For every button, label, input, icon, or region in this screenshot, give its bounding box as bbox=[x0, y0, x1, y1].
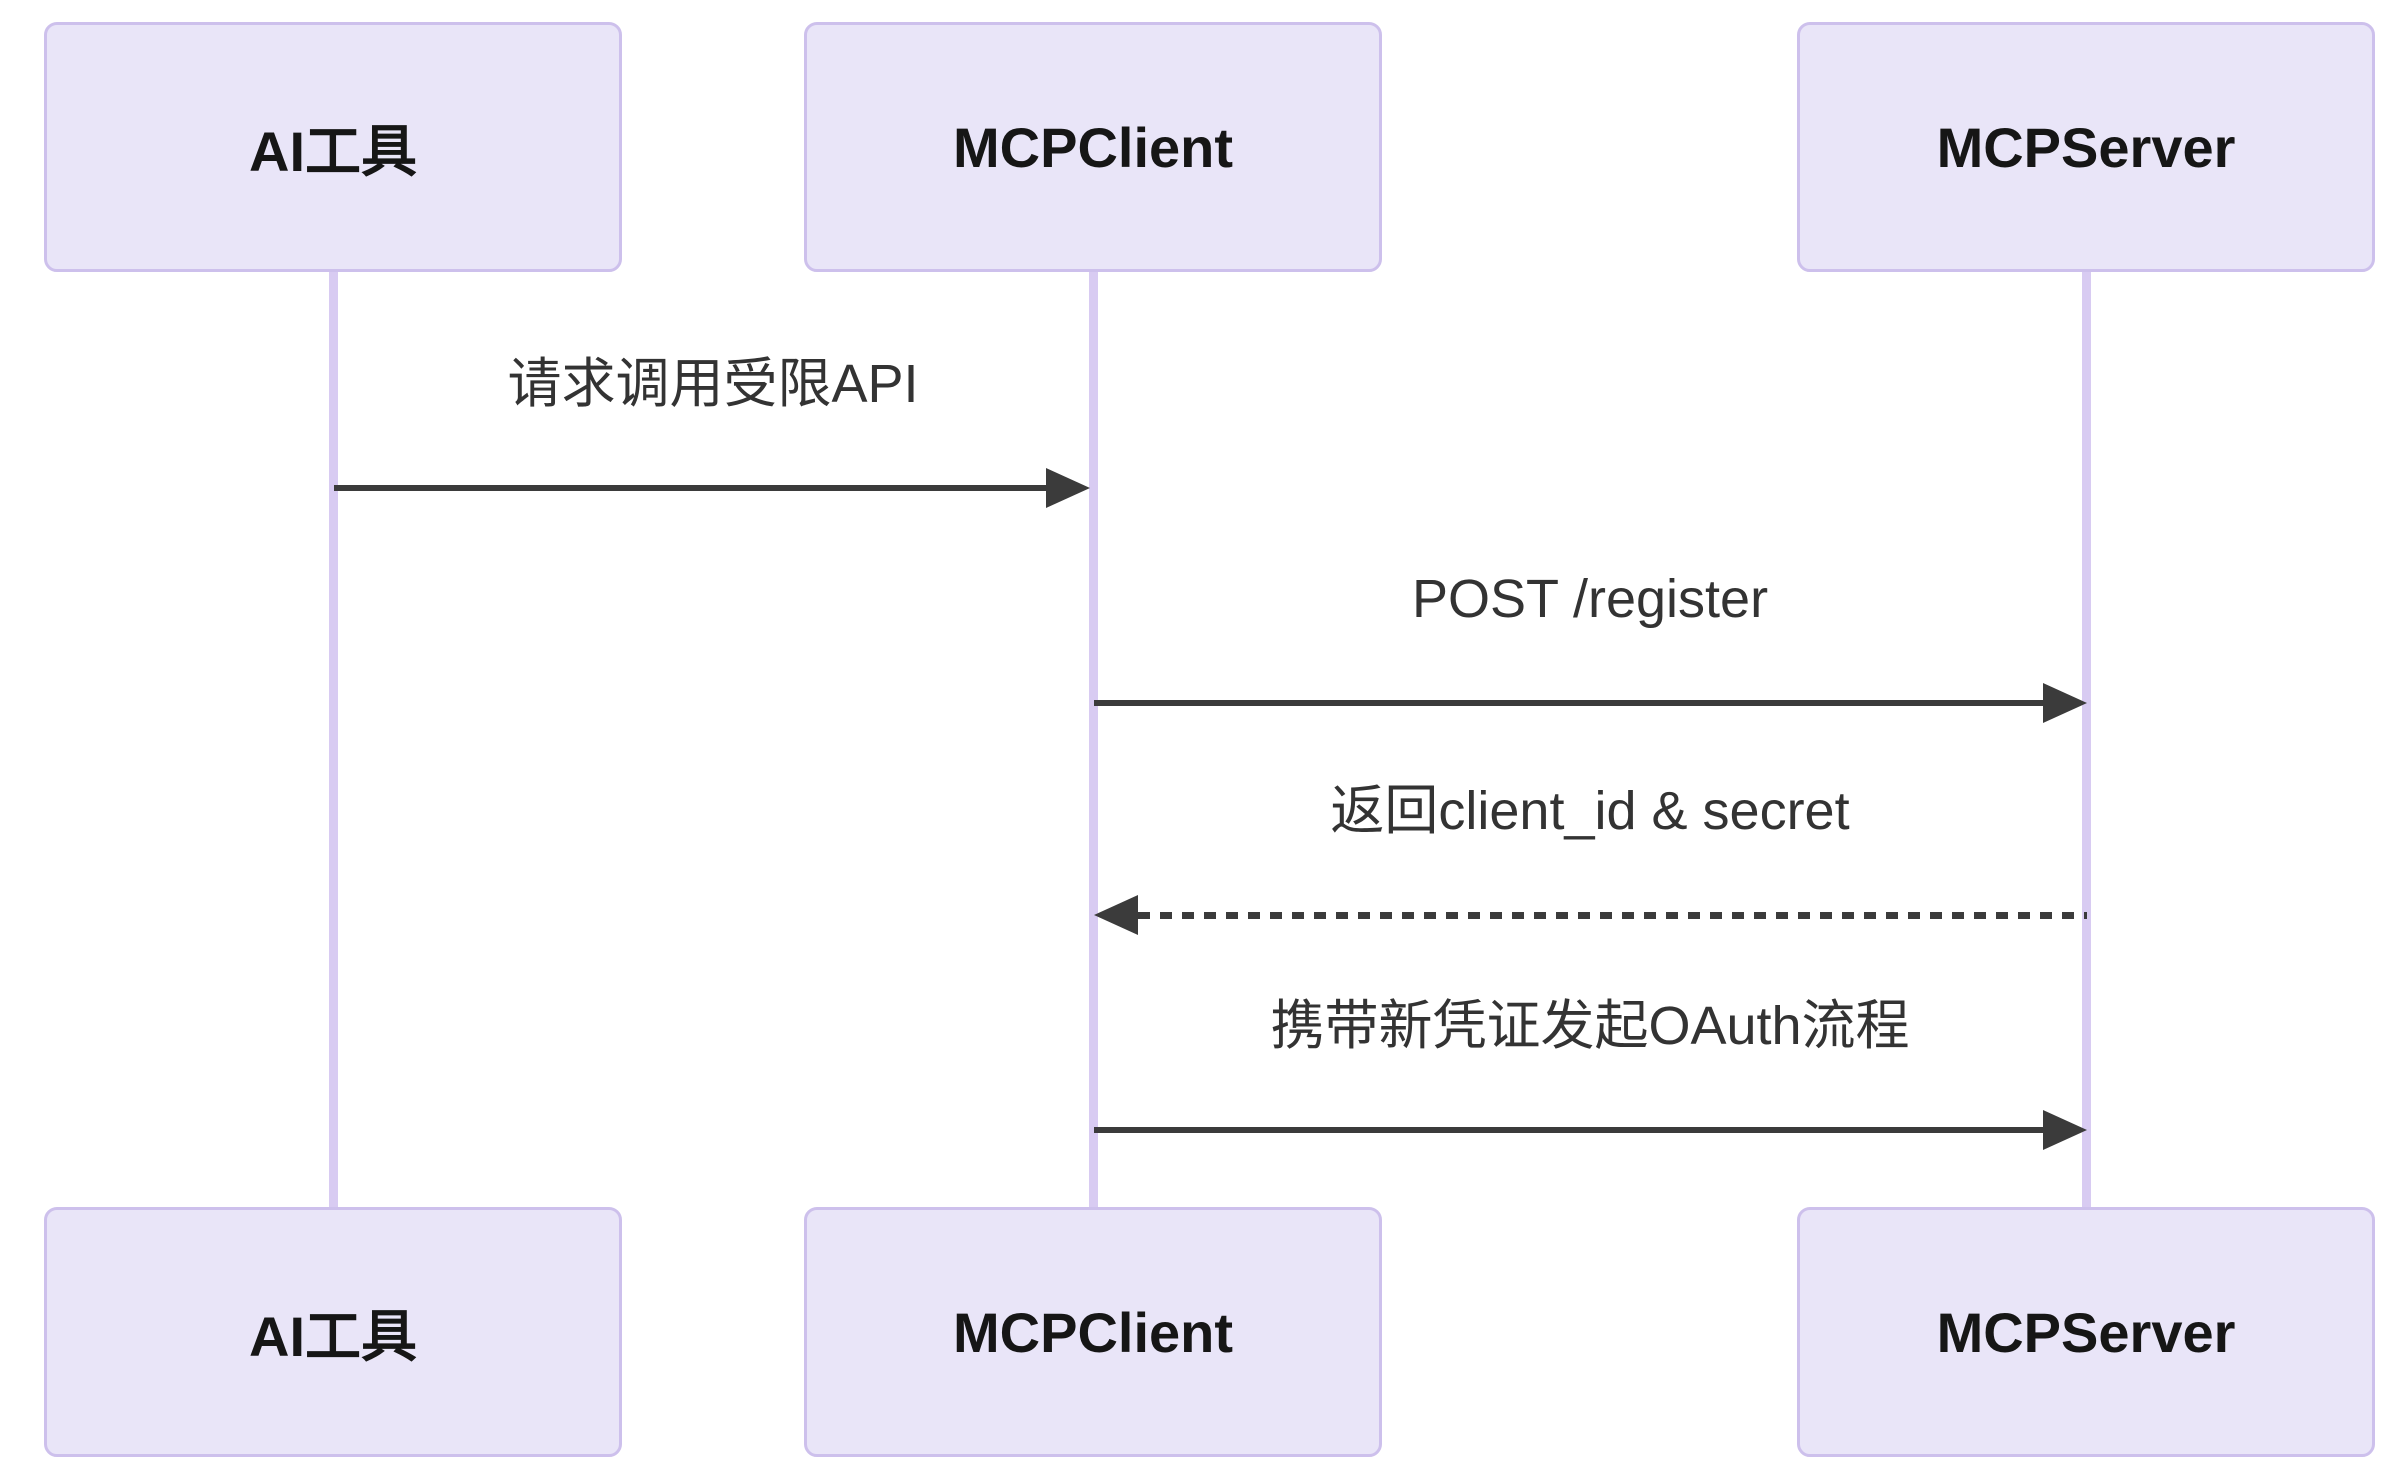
actor-box-mcp-client-top: MCPClient bbox=[804, 22, 1382, 272]
actor-label-mcp-client: MCPClient bbox=[953, 115, 1233, 179]
message-label-3: 返回client_id & secret bbox=[1330, 781, 1850, 841]
actor-label-ai-tool: AI工具 bbox=[249, 119, 417, 183]
lifeline-mcp-server bbox=[2082, 272, 2091, 1207]
lifeline-ai-tool bbox=[329, 272, 338, 1207]
lifeline-mcp-client bbox=[1089, 272, 1098, 1207]
actor-box-ai-tool-top: AI工具 bbox=[44, 22, 622, 272]
message-line-2 bbox=[1094, 700, 2043, 706]
actor-label-mcp-server: MCPServer bbox=[1936, 1300, 2236, 1364]
actor-box-mcp-server-top: MCPServer bbox=[1797, 22, 2375, 272]
actor-label-mcp-client: MCPClient bbox=[953, 1300, 1233, 1364]
message-label-2: POST /register bbox=[1411, 569, 1769, 629]
actor-box-mcp-server-bottom: MCPServer bbox=[1797, 1207, 2375, 1457]
arrowhead-right-icon bbox=[2043, 683, 2087, 723]
actor-label-mcp-server: MCPServer bbox=[1936, 115, 2236, 179]
actor-box-ai-tool-bottom: AI工具 bbox=[44, 1207, 622, 1457]
message-label-1: 请求调用受限API bbox=[507, 354, 919, 414]
message-line-1 bbox=[334, 485, 1046, 491]
actor-box-mcp-client-bottom: MCPClient bbox=[804, 1207, 1382, 1457]
message-line-4 bbox=[1094, 1127, 2043, 1133]
actor-label-ai-tool: AI工具 bbox=[249, 1304, 417, 1368]
message-label-4: 携带新凭证发起OAuth流程 bbox=[1270, 996, 1910, 1056]
message-line-3 bbox=[1138, 912, 2087, 919]
arrowhead-right-icon bbox=[1046, 468, 1090, 508]
arrowhead-left-icon bbox=[1094, 895, 1138, 935]
arrowhead-right-icon bbox=[2043, 1110, 2087, 1150]
